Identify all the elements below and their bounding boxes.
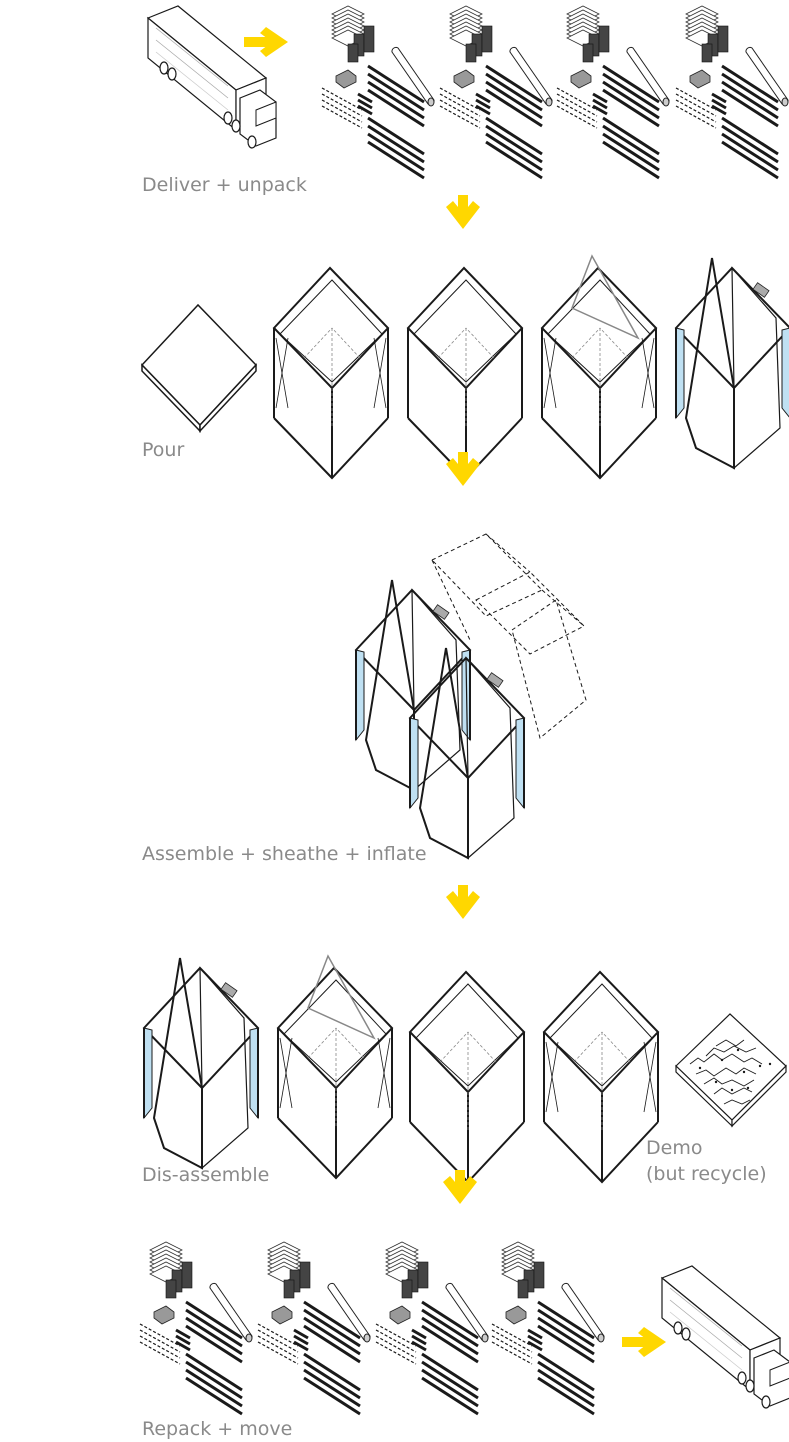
down-arrow-icon — [446, 885, 480, 919]
frame-icon — [409, 971, 525, 1183]
step-label-disassemble: Dis-assemble — [142, 1164, 270, 1186]
kit-icon — [438, 4, 554, 180]
slab-icon — [141, 304, 257, 432]
kit-icon — [320, 4, 436, 180]
frame-icon — [544, 972, 658, 1182]
right-arrow-icon — [244, 27, 288, 57]
sheathed-unit-icon — [143, 957, 259, 1169]
down-arrow-icon — [446, 452, 480, 486]
recycled-debris-icon — [675, 1013, 787, 1128]
step-label-repack: Repack + move — [142, 1418, 293, 1440]
right-arrow-icon — [622, 1327, 666, 1357]
kit-icon — [374, 1240, 490, 1416]
frame-icon — [274, 268, 388, 478]
sheathed-unit-icon — [675, 257, 789, 469]
down-arrow-icon — [446, 195, 480, 229]
kit-icon — [490, 1240, 606, 1416]
kit-icon — [138, 1240, 254, 1416]
truck-icon — [147, 5, 277, 149]
frame-icon — [278, 956, 392, 1178]
step-label-deliver: Deliver + unpack — [142, 174, 307, 196]
kit-icon — [256, 1240, 372, 1416]
truck-icon — [661, 1265, 789, 1409]
step-label-demo-note: (but recycle) — [646, 1163, 767, 1185]
frame-icon — [542, 256, 656, 478]
down-arrow-icon — [443, 1170, 477, 1204]
step-label-assemble: Assemble + sheathe + inflate — [142, 843, 427, 865]
assembled-cluster-icon — [355, 533, 587, 859]
step-label-pour: Pour — [142, 439, 185, 461]
kit-icon — [674, 4, 789, 180]
kit-icon — [555, 4, 671, 180]
frame-icon — [407, 267, 523, 479]
step-label-demo: Demo — [646, 1137, 703, 1159]
